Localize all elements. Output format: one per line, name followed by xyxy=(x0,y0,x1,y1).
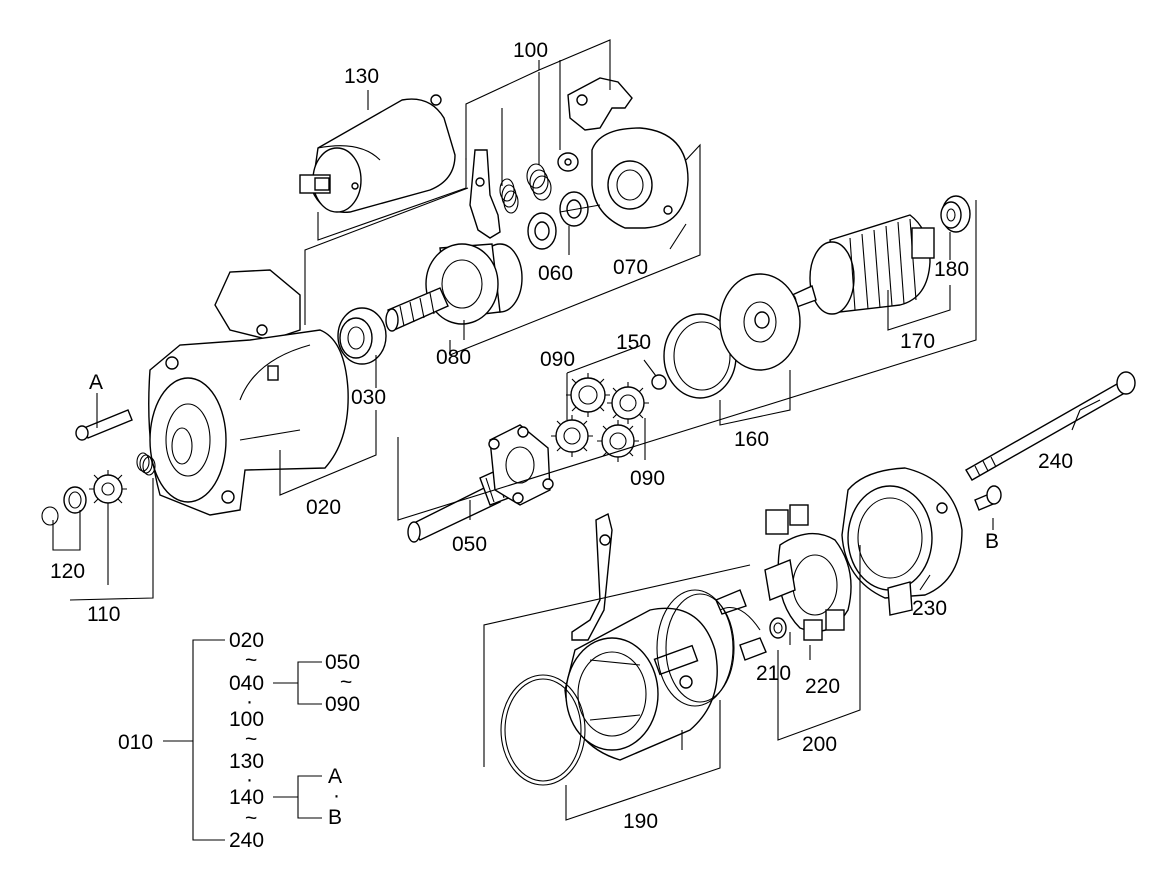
legend-range-1: ~ xyxy=(245,649,257,672)
label-160[interactable]: 160 xyxy=(734,428,769,451)
spring-part-210[interactable] xyxy=(769,617,787,639)
legend-sub2-sep: · xyxy=(333,784,340,807)
legend-sub1-b: 090 xyxy=(325,693,360,716)
label-120[interactable]: 120 xyxy=(50,560,85,583)
legend-row-1: 020 xyxy=(229,629,264,652)
legend-sep-2: · xyxy=(246,690,253,713)
label-A[interactable]: A xyxy=(89,371,103,394)
legend-range-3: ~ xyxy=(245,728,257,751)
ring-part-120[interactable] xyxy=(41,486,87,526)
leader-lines xyxy=(52,39,1101,821)
label-050[interactable]: 050 xyxy=(452,533,487,556)
label-220[interactable]: 220 xyxy=(805,675,840,698)
label-200[interactable]: 200 xyxy=(802,733,837,756)
rear-cover-part-230[interactable] xyxy=(841,467,963,616)
bearing-part-030[interactable] xyxy=(337,307,387,365)
label-240[interactable]: 240 xyxy=(1038,450,1073,473)
planet-gears-part-090[interactable] xyxy=(551,373,649,462)
legend-range-5: ~ xyxy=(245,807,257,830)
legend-root: 010 xyxy=(118,731,153,754)
label-B[interactable]: B xyxy=(985,530,999,553)
pinion-clutch-part-080[interactable] xyxy=(385,243,523,332)
label-020[interactable]: 020 xyxy=(306,496,341,519)
legend-sub1-a: 050 xyxy=(325,651,360,674)
label-110[interactable]: 110 xyxy=(87,603,120,626)
callout-labels: 130 100 060 070 180 170 080 150 090 090 … xyxy=(50,39,1073,833)
label-150[interactable]: 150 xyxy=(616,331,651,354)
bolt-part-B[interactable] xyxy=(974,485,1002,511)
gear-part-110[interactable] xyxy=(89,470,127,508)
cover-plate-part-070[interactable] xyxy=(591,127,689,229)
label-070[interactable]: 070 xyxy=(613,256,648,279)
brush-holder-part-200[interactable] xyxy=(764,504,852,641)
label-090-bottom[interactable]: 090 xyxy=(630,467,665,490)
label-090-top[interactable]: 090 xyxy=(540,348,575,371)
legend-sub2-a: A xyxy=(328,765,342,788)
label-100[interactable]: 100 xyxy=(513,39,548,62)
legend-row-4: 130 xyxy=(229,750,264,773)
legend-sub2-b: B xyxy=(328,806,342,829)
front-housing-part-020[interactable] xyxy=(148,269,349,516)
yoke-part-190[interactable] xyxy=(564,512,761,761)
solenoid-part-130[interactable] xyxy=(299,94,456,214)
legend-row-6: 240 xyxy=(229,829,264,852)
label-180[interactable]: 180 xyxy=(934,258,969,281)
ring-plate-part-160[interactable] xyxy=(663,273,801,399)
bolt-part-A[interactable] xyxy=(75,409,133,441)
spring-small-part[interactable] xyxy=(136,452,156,476)
label-030[interactable]: 030 xyxy=(351,386,386,409)
label-060[interactable]: 060 xyxy=(538,262,573,285)
legend-sep-4: · xyxy=(246,768,253,791)
bearing-part-180[interactable] xyxy=(940,195,971,233)
legend-row-5: 140 xyxy=(229,786,264,809)
legend-row-3: 100 xyxy=(229,708,264,731)
brush-part-220[interactable] xyxy=(715,589,767,661)
ball-part-150[interactable] xyxy=(651,374,667,390)
legend-sub1-range: ~ xyxy=(340,671,352,694)
label-080[interactable]: 080 xyxy=(436,346,471,369)
o-ring-part[interactable] xyxy=(500,674,586,786)
shift-lever-group-100[interactable] xyxy=(469,77,633,250)
label-230[interactable]: 230 xyxy=(912,597,947,620)
label-190[interactable]: 190 xyxy=(623,810,658,833)
armature-part-170[interactable] xyxy=(787,214,935,315)
shaft-carrier-part-050[interactable] xyxy=(407,424,554,543)
label-210[interactable]: 210 xyxy=(756,662,791,685)
label-170[interactable]: 170 xyxy=(900,330,935,353)
label-130[interactable]: 130 xyxy=(344,65,379,88)
legend-row-2: 040 xyxy=(229,672,264,695)
assembly-legend-tree: 010 020 ~ 040 · 100 ~ 130 · 140 ~ 240 05… xyxy=(118,629,360,852)
